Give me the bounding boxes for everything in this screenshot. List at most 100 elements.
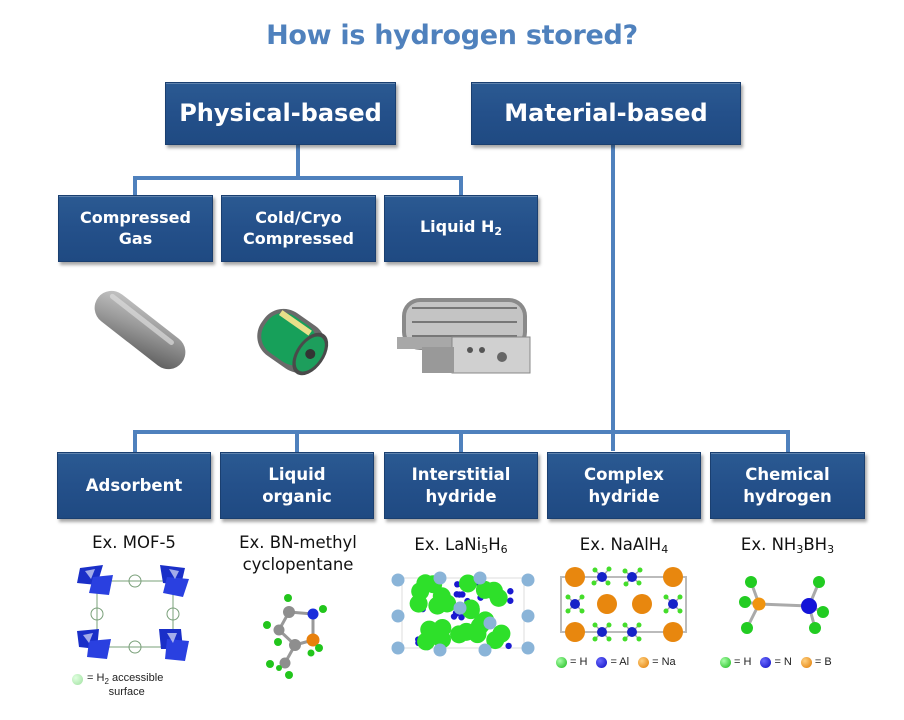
naalh-sub: 4: [661, 543, 669, 556]
legend-h: = H: [570, 656, 588, 668]
hydrogen-swatch-icon: [720, 656, 731, 668]
h-atom: [507, 597, 514, 604]
la-atom: [391, 641, 405, 655]
lani-text-2: H: [488, 535, 501, 554]
bh-sub: 3: [827, 543, 835, 556]
physical-based-label: Physical-based: [179, 98, 382, 127]
h2-accessible-surface-swatch-icon: [72, 673, 83, 685]
ni-atom: [492, 624, 511, 643]
nh3bh3-molecule-image: [739, 576, 829, 634]
connector-physical-vertical: [296, 145, 300, 180]
compressed-gas-line1: Compressed: [80, 207, 191, 227]
mof-5-structure-image: [77, 565, 189, 661]
h-atom: [454, 581, 461, 588]
ni-atom: [457, 622, 476, 641]
hydrogen-swatch-icon: [556, 656, 567, 668]
mof-legend-line2: surface: [108, 686, 145, 699]
material-based-label: Material-based: [504, 98, 708, 127]
nh3bh3-legend: = H = N = B: [720, 656, 832, 668]
legend-n: = N: [774, 656, 792, 668]
nh-sub: 3: [796, 543, 804, 556]
complex-hydride-line1: Complex: [584, 465, 664, 485]
interstitial-hydride-line1: Interstitial: [411, 465, 511, 485]
cold-cryo-line2: Compressed: [243, 228, 354, 248]
la-atom: [521, 573, 535, 587]
chemical-hydrogen-line2: hydrogen: [743, 486, 832, 506]
ni-atom: [458, 574, 477, 593]
legend-b: = B: [814, 656, 832, 668]
example-mof-5-text: Ex. MOF-5: [92, 533, 176, 552]
interstitial-hydride-line2: hydride: [425, 486, 497, 506]
liquid-h2-box: Liquid H2: [384, 195, 538, 262]
lani-sub-2: 6: [500, 543, 508, 556]
example-bn-methyl-cyclopentane: Ex. BN-methyl cyclopentane: [218, 532, 378, 577]
cold-cryo-line1: Cold/Cryo: [255, 207, 342, 227]
connector-material-vertical: [611, 145, 615, 451]
connector-material-drop-3: [459, 430, 463, 453]
la-atom: [433, 643, 447, 657]
connector-material-drop-5: [786, 430, 790, 453]
bh-text: BH: [803, 535, 828, 554]
mof-legend: = H2 accessible surface: [72, 672, 163, 698]
lani-sub-1: 5: [481, 543, 489, 556]
connector-material-drop-1: [133, 430, 137, 453]
nh-text: Ex. NH: [740, 535, 797, 554]
compressed-gas-line2: Gas: [118, 228, 153, 248]
liquid-h2-subscript: 2: [494, 225, 503, 239]
material-based-box: Material-based: [471, 82, 741, 145]
connector-physical-drop-1: [133, 176, 137, 196]
naalh4-lattice-image: [560, 566, 687, 642]
adsorbent-label: Adsorbent: [85, 475, 183, 495]
lani5h6-lattice-image: [391, 571, 535, 657]
lani-text-1: Ex. LaNi: [414, 535, 482, 554]
la-atom: [453, 601, 467, 615]
connector-material-drop-2: [295, 430, 299, 453]
la-atom: [391, 573, 405, 587]
ni-atom: [484, 581, 503, 600]
legend-na: = Na: [652, 656, 676, 668]
compressed-gas-tank-image: [94, 290, 186, 370]
ni-atom: [428, 596, 447, 615]
h-atom: [507, 588, 514, 595]
naalh-text: Ex. NaAlH: [579, 535, 662, 554]
h-atom: [456, 591, 463, 598]
connector-physical-horizontal: [133, 176, 463, 180]
ni-atom: [461, 601, 480, 620]
example-naalh4: Ex. NaAlH4: [547, 534, 701, 558]
la-atom: [473, 571, 487, 585]
la-atom: [483, 616, 497, 630]
la-atom: [391, 609, 405, 623]
example-lani5h6: Ex. LaNi5H6: [384, 534, 538, 558]
h-atom: [458, 614, 465, 621]
ni-atom: [429, 622, 448, 641]
example-bn-line2: cyclopentane: [242, 555, 354, 575]
mof-legend-line1: = H2 accessible: [87, 672, 164, 687]
adsorbent-box: Adsorbent: [57, 452, 211, 519]
h-atom: [505, 642, 512, 650]
la-atom: [521, 609, 535, 623]
complex-hydride-line2: hydride: [588, 486, 660, 506]
diagram-title: How is hydrogen stored?: [266, 20, 638, 51]
legend-al: = Al: [610, 656, 630, 668]
ni-atom: [416, 574, 435, 593]
la-atom: [521, 641, 535, 655]
legend-h: = H: [734, 656, 752, 668]
example-nh3bh3: Ex. NH3BH3: [710, 534, 865, 558]
bn-methyl-cyclopentane-image: [263, 594, 327, 679]
physical-based-box: Physical-based: [165, 82, 396, 145]
cryo-compressed-tank-image: [257, 308, 329, 376]
boron-swatch-icon: [800, 656, 812, 668]
example-mof-5: Ex. MOF-5: [57, 532, 211, 554]
liquid-organic-line1: Liquid: [268, 465, 326, 485]
liquid-h2-label: Liquid H: [419, 217, 495, 237]
la-atom: [478, 643, 492, 657]
connector-physical-drop-3: [459, 176, 463, 196]
nitrogen-swatch-icon: [760, 656, 772, 668]
example-bn-line1: Ex. BN-methyl: [239, 533, 357, 552]
